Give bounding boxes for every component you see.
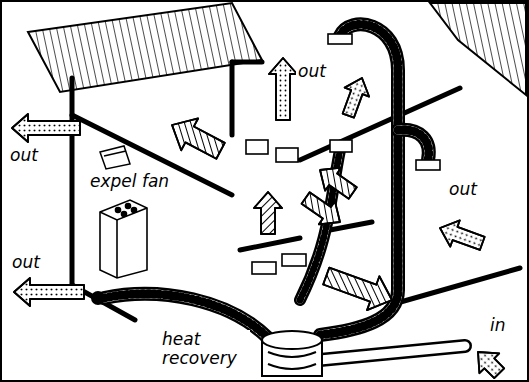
duct-hose [398, 130, 429, 160]
part-label: expel fan [88, 172, 171, 191]
air-arrow [12, 58, 509, 382]
register-grille [252, 262, 276, 274]
register-grille [330, 140, 352, 152]
stove-symbol [116, 208, 121, 213]
air-arrow [468, 342, 509, 382]
duct-hose [104, 24, 465, 360]
air-arrow [435, 215, 487, 257]
house-frame [240, 238, 300, 250]
house-frame [232, 60, 262, 65]
house-frame [230, 62, 235, 135]
airflow-label: out [8, 146, 40, 165]
roof-right [430, 3, 526, 95]
air-arrow [336, 74, 374, 120]
airflow-label: in [488, 316, 508, 335]
duct-hose [398, 130, 429, 160]
airflow-label: out [10, 253, 42, 272]
air-arrow [12, 114, 80, 142]
room-air-arrow [164, 109, 229, 167]
roof-left [28, 3, 262, 92]
room-air-arrow [254, 192, 282, 234]
room-air-arrow [164, 109, 399, 317]
duct-end [91, 291, 105, 305]
air-arrow [269, 58, 297, 120]
stove-symbol [100, 200, 147, 278]
house-frame [300, 88, 460, 160]
stove-symbol [132, 208, 137, 213]
register-grille [246, 34, 440, 274]
room-air-arrow [320, 259, 398, 317]
expel-fan-symbol [100, 146, 130, 169]
stove-symbol [100, 200, 147, 278]
stove-symbol [126, 204, 131, 209]
room-air-arrow [312, 159, 361, 205]
air-arrow [14, 278, 84, 306]
room-air-arrow [298, 186, 348, 233]
air-arrow [336, 74, 374, 120]
room-air-arrow [298, 186, 348, 233]
room-air-arrow [254, 192, 282, 234]
duct-hose [320, 346, 465, 360]
room-air-arrow [164, 109, 229, 167]
house-frame [72, 62, 520, 320]
expel-fan-symbol [104, 151, 126, 156]
register-grille [416, 160, 440, 170]
room-air-arrow [320, 259, 398, 317]
room-air-arrow [312, 159, 361, 205]
stove-symbol [116, 220, 118, 278]
expel-fan-symbol [100, 146, 130, 169]
duct-hose [320, 346, 465, 360]
register-grille [246, 140, 268, 154]
register-grille [328, 34, 352, 44]
register-grille [276, 148, 298, 162]
air-arrow [435, 215, 487, 257]
air-arrow [14, 278, 84, 306]
airflow-label: out [296, 62, 328, 81]
stove-symbol [100, 208, 147, 220]
duct-hose [398, 130, 429, 160]
heat-recovery-unit [262, 331, 322, 376]
house-frame [390, 268, 520, 305]
heat-recovery-unit [262, 331, 322, 349]
air-arrow [269, 58, 297, 120]
part-label: heat recovery [160, 330, 250, 368]
air-arrow [12, 114, 80, 142]
airflow-label: out [447, 180, 479, 199]
stove-symbol [122, 212, 127, 217]
house-frame [70, 78, 75, 285]
register-grille [282, 254, 306, 266]
air-arrow [468, 342, 509, 382]
heat-recovery-unit [268, 352, 316, 369]
